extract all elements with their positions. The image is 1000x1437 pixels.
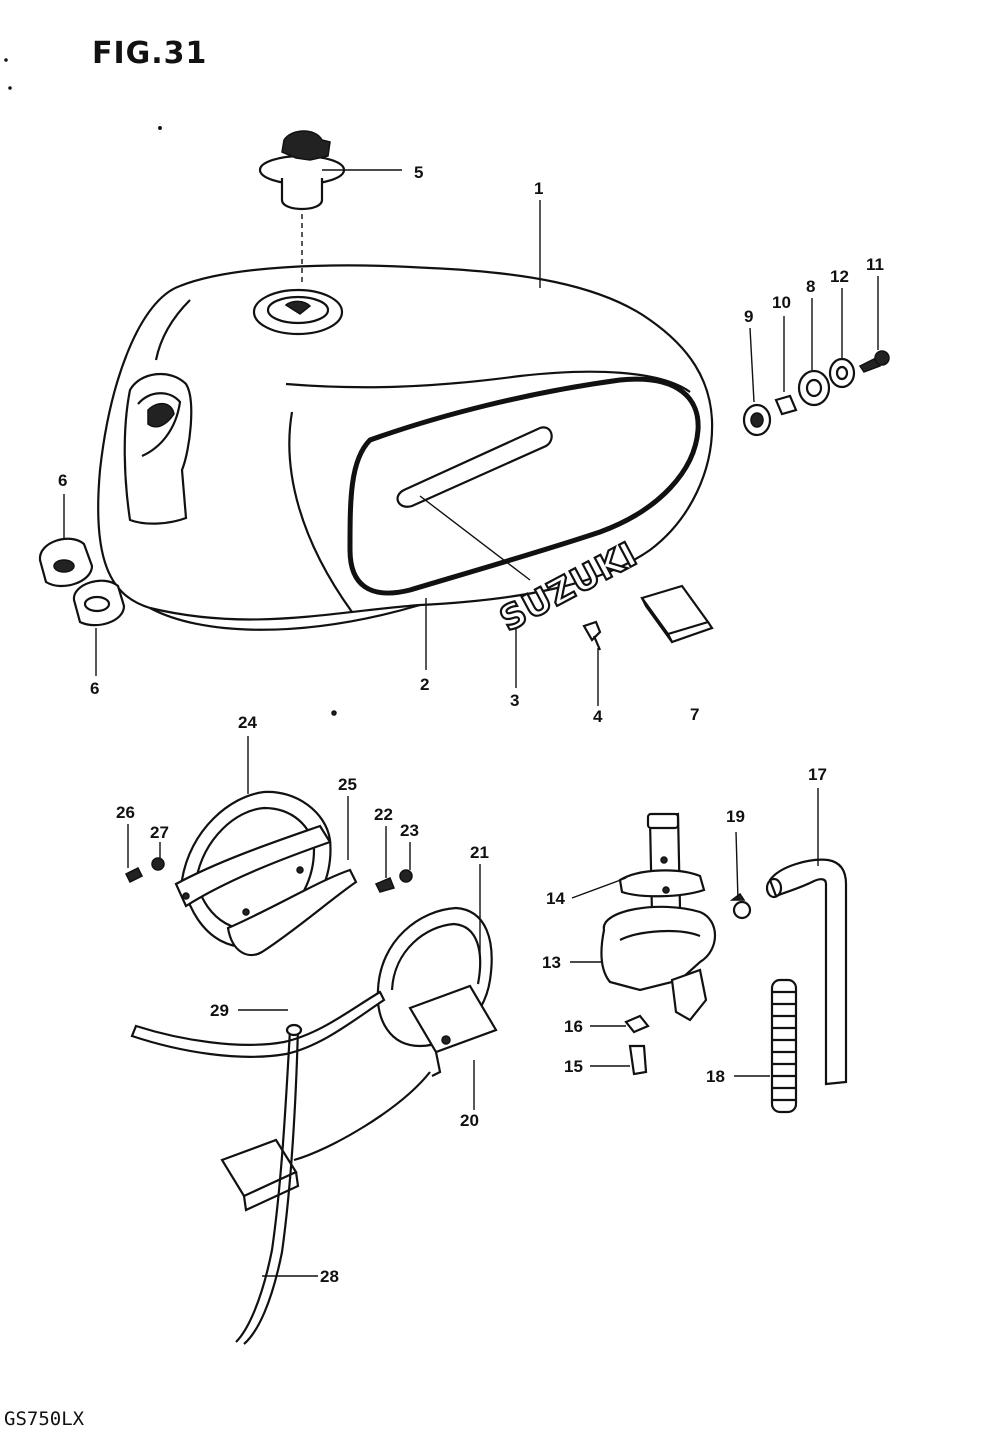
callout-27: 27 xyxy=(150,823,169,842)
callout-4: 4 xyxy=(593,707,603,726)
callout-22: 22 xyxy=(374,805,393,824)
scan-specks xyxy=(4,58,337,716)
emblem-cushion xyxy=(640,584,714,644)
fuel-cock xyxy=(600,812,716,1076)
filler-cap xyxy=(258,130,346,282)
callout-12: 12 xyxy=(830,267,849,286)
front-cushion-lower xyxy=(72,579,126,627)
callout-17: 17 xyxy=(808,765,827,784)
callout-23: 23 xyxy=(400,821,419,840)
callout-6b: 6 xyxy=(90,679,99,698)
callout-8: 8 xyxy=(806,277,815,296)
gauge-gasket xyxy=(174,790,358,957)
callout-14: 14 xyxy=(546,889,565,908)
callout-15: 15 xyxy=(564,1057,583,1076)
callout-2: 2 xyxy=(420,675,429,694)
callout-9: 9 xyxy=(744,307,753,326)
fuel-filter xyxy=(770,978,798,1114)
callout-10: 10 xyxy=(772,293,791,312)
rear-mount-hardware xyxy=(742,350,890,437)
fuel-hose xyxy=(765,858,848,1086)
callout-16: 16 xyxy=(564,1017,583,1036)
small-screws xyxy=(124,857,413,893)
callout-24: 24 xyxy=(238,713,257,732)
callout-13: 13 xyxy=(542,953,561,972)
callout-21: 21 xyxy=(470,843,489,862)
callout-25: 25 xyxy=(338,775,357,794)
callout-11: 11 xyxy=(866,255,884,274)
emblem-screw xyxy=(582,620,602,651)
breather-hose xyxy=(130,990,386,1345)
fuel-tank xyxy=(97,264,714,631)
callout-1: 1 xyxy=(534,179,543,198)
hose-clip xyxy=(729,892,752,920)
callout-19: 19 xyxy=(726,807,745,826)
callout-26: 26 xyxy=(116,803,135,822)
callout-28: 28 xyxy=(320,1267,339,1286)
figure-title: FIG.31 xyxy=(92,36,208,71)
tank-emblem: SUZUKI xyxy=(492,533,645,641)
callout-3: 3 xyxy=(510,691,519,710)
callout-7: 7 xyxy=(690,705,699,724)
callout-29: 29 xyxy=(210,1001,229,1020)
model-label: GS750LX xyxy=(4,1408,85,1430)
emblem-text: SUZUKI xyxy=(493,535,644,640)
callout-6a: 6 xyxy=(58,471,67,490)
leader-lines xyxy=(63,169,879,1277)
callout-5: 5 xyxy=(414,163,423,182)
callout-20: 20 xyxy=(460,1111,479,1130)
front-cushion-upper xyxy=(38,537,94,587)
callout-18: 18 xyxy=(706,1067,725,1086)
callout-labels: 1 2 3 4 5 6 6 7 8 9 10 11 12 13 14 15 16… xyxy=(58,163,884,1286)
fuel-gauge-sender xyxy=(220,906,498,1212)
